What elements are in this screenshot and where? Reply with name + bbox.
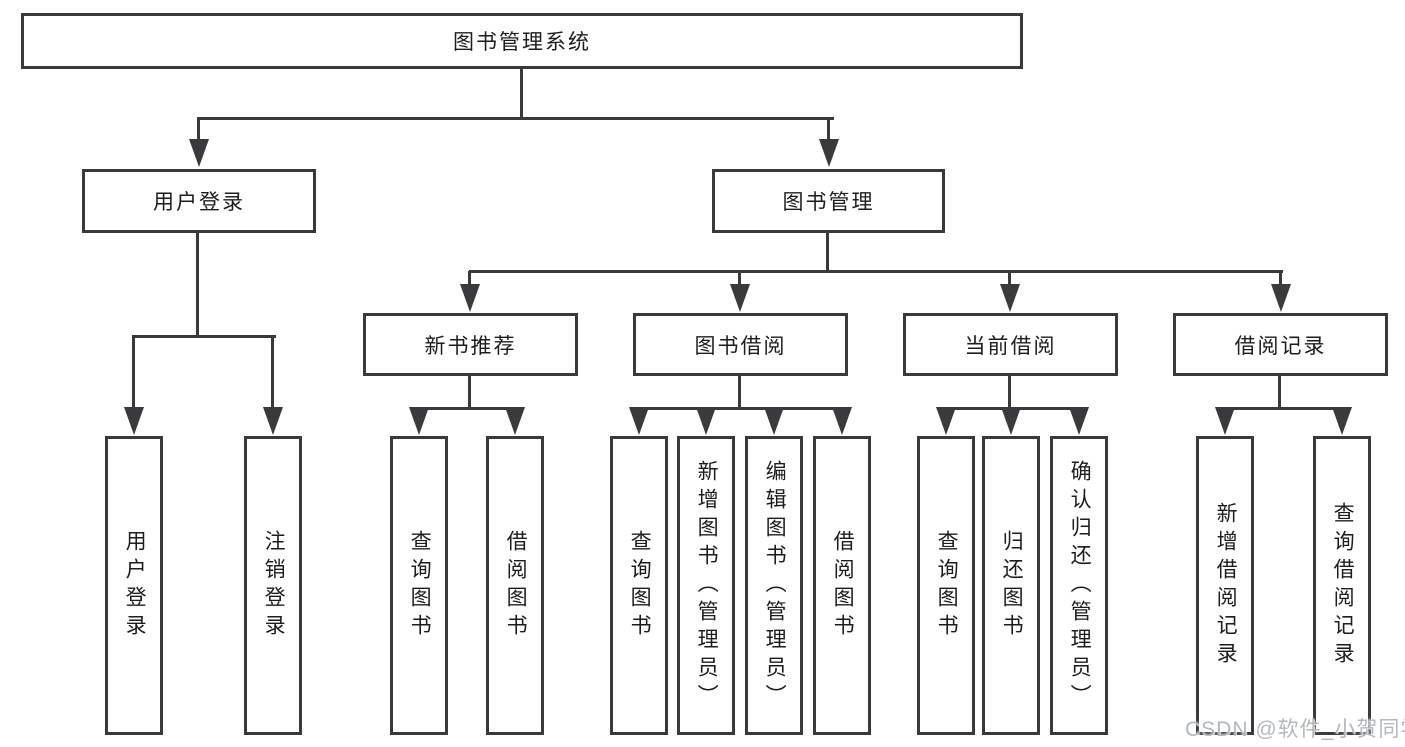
arrowhead-icon <box>696 407 716 435</box>
arrowhead-icon <box>1215 407 1235 435</box>
csdn-watermark: CSDN @软件_小贺同学 <box>1185 718 1405 741</box>
node-borrow-records-label: 借阅记录 <box>1234 334 1327 358</box>
connector-line <box>196 233 199 338</box>
node-borrow-records: 借阅记录 <box>1173 313 1388 376</box>
connector-line <box>132 335 276 338</box>
connector-line <box>827 117 830 143</box>
arrowhead-icon <box>936 407 956 435</box>
node-book-borrowing: 图书借阅 <box>633 313 848 376</box>
node-current-borrowing: 当前借阅 <box>903 313 1118 376</box>
connector-line <box>1279 271 1282 288</box>
node-book-management-label: 图书管理 <box>782 191 875 214</box>
node-book-management: 图书管理 <box>712 169 945 233</box>
node-leaf-borrowing-query-books-label: 查询图书 <box>628 529 652 642</box>
arrowhead-icon <box>629 407 649 435</box>
node-leaf-current-return-books-label: 归还图书 <box>1000 529 1024 642</box>
node-user-login: 用户登录 <box>82 169 316 233</box>
node-new-book-recommend: 新书推荐 <box>363 313 578 376</box>
arrowhead-icon <box>460 284 480 312</box>
node-leaf-borrowing-add-books-admin-label: 新增图书（管理员） <box>695 459 719 712</box>
connector-line <box>826 233 829 273</box>
node-leaf-recommend-borrow-books: 借阅图书 <box>486 436 544 735</box>
connector-line <box>132 335 135 411</box>
node-leaf-current-return-books: 归还图书 <box>982 436 1040 735</box>
node-leaf-records-query-record-label: 查询借阅记录 <box>1331 501 1355 670</box>
node-leaf-recommend-query-books-label: 查询图书 <box>408 529 432 642</box>
node-root: 图书管理系统 <box>21 13 1023 69</box>
connector-line <box>469 270 1283 273</box>
connector-line <box>271 335 274 411</box>
node-leaf-records-query-record: 查询借阅记录 <box>1313 436 1371 735</box>
connector-line <box>1278 376 1281 410</box>
connector-line <box>1223 407 1344 410</box>
node-leaf-borrowing-edit-books-admin-label: 编辑图书（管理员） <box>763 459 787 712</box>
node-leaf-borrowing-borrow-books-label: 借阅图书 <box>831 529 855 642</box>
connector-line <box>417 407 518 410</box>
node-leaf-logout-label: 注销登录 <box>262 529 286 642</box>
node-leaf-current-confirm-return-admin-label: 确认归还（管理员） <box>1068 459 1092 712</box>
node-user-login-label: 用户登录 <box>153 191 245 214</box>
node-leaf-borrowing-query-books: 查询图书 <box>610 436 668 735</box>
connector-line <box>468 376 471 410</box>
node-leaf-logout: 注销登录 <box>244 436 302 735</box>
node-leaf-current-query-books-label: 查询图书 <box>935 529 959 642</box>
node-leaf-current-query-books: 查询图书 <box>917 436 975 735</box>
arrowhead-icon <box>1271 284 1291 312</box>
node-leaf-recommend-query-books: 查询图书 <box>390 436 448 735</box>
node-leaf-borrowing-add-books-admin: 新增图书（管理员） <box>677 436 735 735</box>
arrowhead-icon <box>505 407 525 435</box>
connector-line <box>198 117 834 120</box>
arrowhead-icon <box>1069 407 1089 435</box>
arrowhead-icon <box>832 407 852 435</box>
node-leaf-recommend-borrow-books-label: 借阅图书 <box>504 529 528 642</box>
node-leaf-user-login: 用户登录 <box>105 436 163 735</box>
node-new-book-recommend-label: 新书推荐 <box>424 334 517 358</box>
connector-line <box>468 271 471 288</box>
connector-line <box>1008 376 1011 410</box>
node-book-borrowing-label: 图书借阅 <box>694 334 787 358</box>
node-leaf-records-add-record-label: 新增借阅记录 <box>1214 501 1238 670</box>
node-leaf-borrowing-borrow-books: 借阅图书 <box>813 436 871 735</box>
node-leaf-records-add-record: 新增借阅记录 <box>1196 436 1254 735</box>
arrowhead-icon <box>730 284 750 312</box>
arrowhead-icon <box>1001 407 1021 435</box>
connector-line <box>197 117 200 143</box>
arrowhead-icon <box>1332 407 1352 435</box>
node-leaf-current-confirm-return-admin: 确认归还（管理员） <box>1050 436 1108 735</box>
connector-line <box>738 271 741 288</box>
arrowhead-icon <box>1000 284 1020 312</box>
connector-line <box>738 376 741 410</box>
node-leaf-user-login-label: 用户登录 <box>123 529 147 642</box>
connector-line <box>637 407 844 410</box>
arrowhead-icon <box>409 407 429 435</box>
node-root-label: 图书管理系统 <box>453 31 591 54</box>
connector-line <box>1008 271 1011 288</box>
arrowhead-icon <box>124 407 144 435</box>
arrowhead-icon <box>189 139 209 167</box>
node-current-borrowing-label: 当前借阅 <box>964 334 1057 358</box>
connector-line <box>520 69 523 120</box>
node-leaf-borrowing-edit-books-admin: 编辑图书（管理员） <box>745 436 803 735</box>
arrowhead-icon <box>764 407 784 435</box>
arrowhead-icon <box>263 407 283 435</box>
arrowhead-icon <box>819 139 839 167</box>
